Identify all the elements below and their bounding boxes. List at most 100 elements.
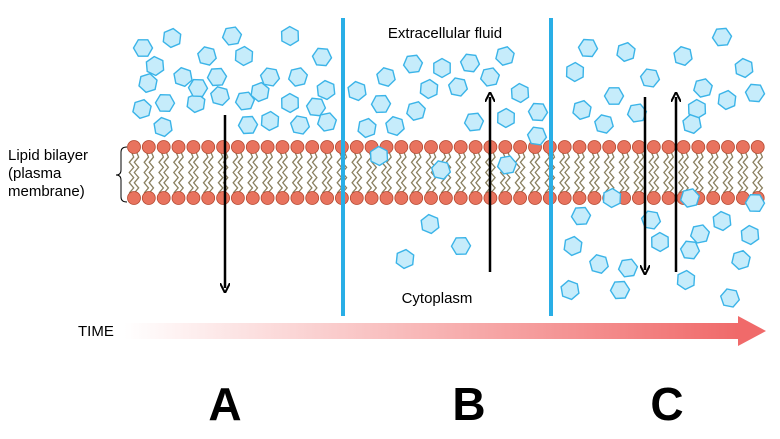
lipid-tail: [534, 151, 541, 194]
molecule-hexagon: [357, 117, 377, 139]
lipid-tail: [158, 151, 165, 194]
lipid-head: [513, 191, 527, 205]
molecule-hexagon: [145, 55, 165, 77]
lipid-tail: [529, 151, 536, 194]
molecule-hexagon: [639, 68, 661, 88]
molecule-hexagon: [430, 160, 452, 180]
lipid-tail: [677, 151, 685, 194]
lipid-tail: [682, 151, 690, 194]
lipid-bilayer: [127, 140, 765, 205]
molecule-hexagon: [406, 101, 426, 121]
molecule-hexagon: [689, 224, 711, 244]
molecule-hexagon: [560, 279, 580, 301]
molecule-hexagon: [221, 26, 243, 46]
lipid-head: [453, 191, 468, 205]
lipid-tail: [727, 151, 734, 194]
lipid-head: [394, 191, 409, 205]
lipid-tail: [460, 151, 467, 194]
lipid-head: [260, 140, 275, 154]
lipid-tail: [578, 151, 586, 194]
lipid-tail: [742, 151, 749, 194]
molecule-hexagon: [565, 61, 585, 83]
lipid-tail: [692, 151, 699, 194]
molecule-hexagon: [496, 107, 516, 129]
time-arrow-shaft: [124, 323, 738, 339]
lipid-head: [661, 191, 676, 205]
lipid-tail: [648, 151, 655, 194]
lipid-tail: [737, 151, 744, 194]
lipid-tail: [489, 151, 496, 194]
lipid-tail: [484, 151, 491, 194]
lipid-tail: [187, 151, 194, 194]
molecule-hexagon: [132, 39, 154, 57]
lipid-tail: [172, 151, 180, 194]
lipid-head: [632, 191, 646, 205]
lipid-tail: [415, 151, 422, 194]
lipid-head: [572, 191, 587, 205]
lipid-tail: [222, 151, 229, 194]
lipid-tail: [267, 151, 274, 194]
lipid-head: [201, 140, 216, 154]
molecule-hexagon: [234, 91, 256, 111]
lipid-head: [409, 140, 424, 154]
molecule-hexagon: [463, 112, 485, 132]
lipid-tail: [306, 151, 313, 194]
lipid-tail: [603, 151, 610, 194]
lipid-head: [468, 191, 483, 205]
lipid-head: [632, 140, 646, 154]
lipid-tail: [291, 151, 298, 194]
lipid-tail: [385, 151, 393, 194]
extracellular-label: Extracellular fluid: [388, 25, 502, 42]
molecule-hexagon: [197, 46, 217, 66]
lipid-tail: [128, 151, 135, 194]
lipid-tail: [326, 151, 333, 194]
lipid-head: [587, 140, 602, 154]
lipid-head: [498, 140, 513, 154]
molecule-hexagon: [459, 53, 481, 73]
molecule-hexagon: [744, 193, 766, 213]
lipid-tail: [143, 151, 150, 194]
lipid-tail: [638, 151, 645, 194]
molecule-hexagon: [138, 72, 158, 94]
molecule-hexagon: [693, 78, 713, 98]
lipid-tail: [455, 151, 462, 194]
lipid-tail: [232, 151, 239, 194]
molecule-hexagon: [526, 126, 548, 146]
lipid-head: [275, 191, 290, 205]
lipid-head: [557, 140, 572, 154]
molecule-hexagon: [305, 97, 327, 117]
molecule-hexagon: [370, 94, 392, 114]
molecule-hexagon: [173, 66, 193, 88]
panel-letter-b: B: [452, 378, 485, 430]
lipid-head: [290, 191, 305, 205]
lipid-tail: [281, 151, 289, 194]
molecule-hexagon: [734, 57, 754, 79]
lipid-head: [394, 140, 409, 154]
lipid-head: [646, 191, 661, 205]
lipid-tail: [366, 151, 373, 194]
lipid-tail: [722, 151, 729, 194]
lipid-tail: [237, 151, 244, 194]
molecule-hexagon: [603, 87, 625, 105]
molecule-hexagon: [280, 92, 300, 114]
lipid-head: [141, 191, 156, 205]
lipid-head: [750, 140, 765, 154]
lipid-head: [186, 140, 201, 154]
molecule-hexagon: [510, 82, 530, 104]
lipid-tail: [757, 151, 764, 194]
lipid-head: [721, 140, 735, 154]
lipid-tail: [559, 151, 566, 194]
molecule-hexagon: [250, 81, 270, 103]
solute-molecules: [132, 25, 766, 308]
molecule-hexagon: [206, 67, 228, 87]
lipid-tail: [356, 151, 363, 194]
molecule-hexagon: [369, 145, 389, 167]
lipid-tail: [573, 151, 581, 194]
molecule-hexagon: [287, 67, 309, 87]
molecule-hexagon: [682, 113, 702, 135]
bilayer-label-line3: membrane): [8, 183, 85, 200]
lipid-head: [424, 191, 438, 205]
lipid-head: [275, 140, 290, 154]
lipid-tail: [430, 151, 437, 194]
